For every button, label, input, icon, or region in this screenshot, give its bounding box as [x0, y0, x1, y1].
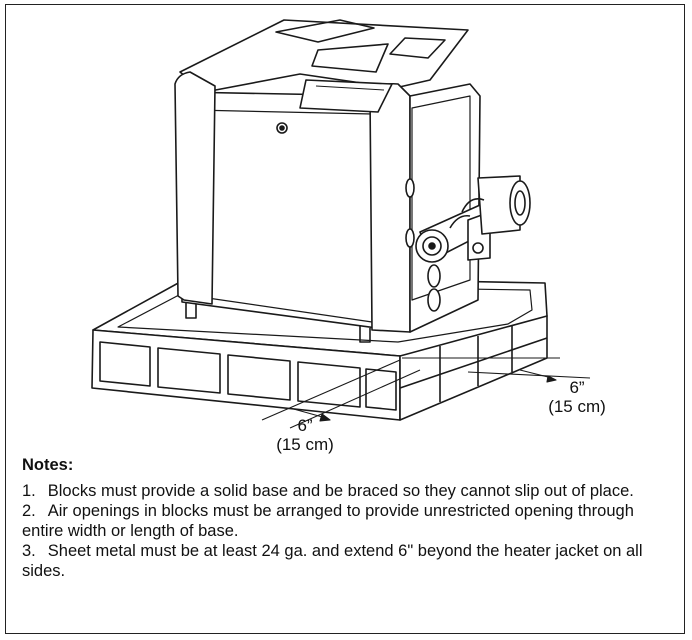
note-number: 2.: [22, 502, 36, 520]
dimension-lines: [261, 357, 591, 429]
dimension-label-front: 6” (15 cm): [260, 416, 350, 454]
notes-title: Notes:: [22, 456, 74, 474]
note-item: 1. Blocks must provide a solid base and b…: [22, 481, 672, 501]
note-number: 1.: [22, 482, 36, 500]
note-text: Blocks must provide a solid base and be …: [47, 482, 634, 500]
note-number: 3.: [22, 542, 36, 560]
dimension-inches-right: 6”: [569, 378, 585, 397]
dimension-label-right: 6” (15 cm): [532, 378, 622, 416]
dimension-cm-right: (15 cm): [548, 397, 606, 416]
heater-base-illustration: [91, 19, 591, 429]
note-text: Sheet metal must be at least 24 ga. and …: [22, 542, 643, 580]
figure-frame: [5, 4, 685, 634]
dimension-inches-front: 6”: [297, 416, 313, 435]
note-item: 2.Air openings in blocks must be arrange…: [22, 501, 672, 541]
note-text: Air openings in blocks must be arranged …: [22, 502, 634, 540]
note-item: 3.Sheet metal must be at least 24 ga. an…: [22, 541, 672, 581]
heater-unit: [174, 19, 481, 343]
dimension-cm-front: (15 cm): [276, 435, 334, 454]
notes-section: Notes: 1. Blocks must provide a solid bas…: [22, 455, 672, 581]
pipe-fittings: [415, 175, 531, 263]
